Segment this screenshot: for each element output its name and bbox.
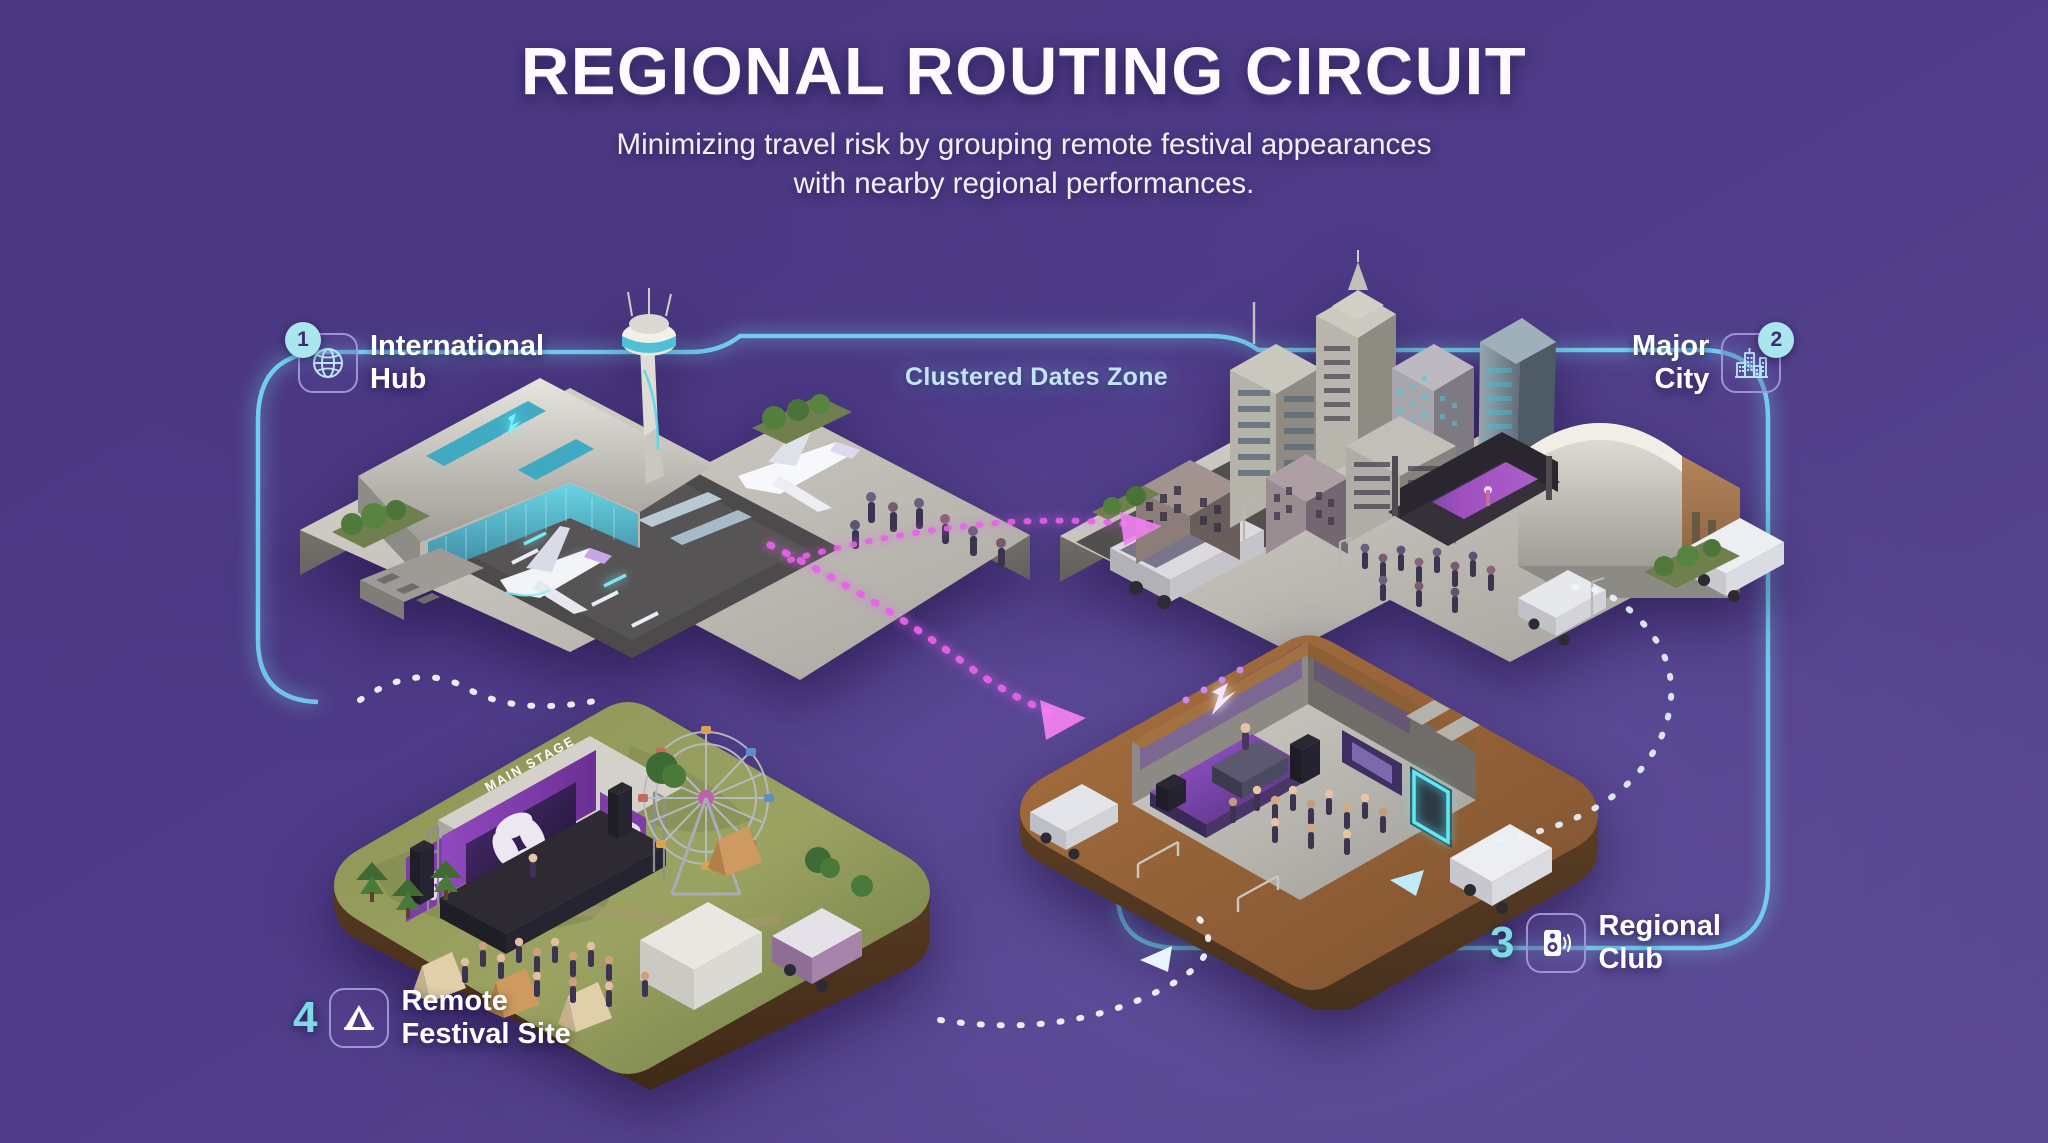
city-buildings-icon: [1735, 347, 1769, 378]
trees: [332, 394, 852, 548]
marquee: [640, 902, 762, 1010]
callout-label-major-city: Major City: [1632, 330, 1710, 395]
tents: [412, 826, 762, 1032]
callout-label-remote-festival-site: Remote Festival Site: [401, 985, 571, 1050]
festival-truck: [772, 908, 862, 992]
badge-number-2: 2: [1758, 321, 1795, 358]
callout-remote-festival-site[interactable]: 4 Remote Festival Site: [293, 985, 571, 1051]
festival-crowd: [460, 937, 650, 1007]
festival-trees: [356, 752, 873, 918]
subtitle-line-1: Minimizing travel risk by grouping remot…: [616, 128, 1432, 162]
city-crowd: [1360, 543, 1496, 613]
callout-international-hub[interactable]: 1 International Hub: [285, 321, 545, 396]
airplane-taxiing: [500, 526, 612, 614]
cargo-van-left: [1030, 784, 1118, 860]
clustered-dates-zone-label: Clustered Dates Zone: [905, 363, 1169, 391]
subtitle-line-2: with nearby regional performances.: [793, 167, 1255, 201]
city-icon-box: 2: [1721, 321, 1795, 393]
callout-label-regional-club: Regional Club: [1598, 910, 1721, 975]
header: REGIONAL ROUTING CIRCUIT Minimizing trav…: [0, 34, 2048, 204]
club-island: [1020, 635, 1598, 1010]
city-island: [1060, 250, 1784, 662]
outdoor-stage: [1388, 432, 1560, 546]
page-subtitle: Minimizing travel risk by grouping remot…: [0, 126, 2048, 204]
globe-icon-box: 1: [285, 321, 358, 393]
tent-icon: [344, 1004, 375, 1030]
page-title: REGIONAL ROUTING CIRCUIT: [520, 34, 1528, 109]
callout-label-international-hub: International Hub: [370, 330, 545, 395]
tent-icon-box: [329, 987, 390, 1048]
festival-island: MAIN STAGE: [334, 702, 930, 1090]
badge-number-1: 1: [285, 321, 321, 358]
callout-major-city[interactable]: 2: [1632, 321, 1795, 396]
globe-icon: [313, 347, 343, 378]
barriers: [1136, 840, 1280, 912]
skyscrapers: [1136, 250, 1556, 564]
callout-regional-club[interactable]: 3 Regional Club: [1490, 910, 1721, 976]
speaker-icon-box: [1526, 912, 1587, 973]
club-crowd: [1228, 785, 1388, 855]
callout-number-3: 3: [1490, 917, 1515, 967]
speaker-icon: [1544, 929, 1572, 956]
callout-number-4: 4: [293, 992, 318, 1042]
